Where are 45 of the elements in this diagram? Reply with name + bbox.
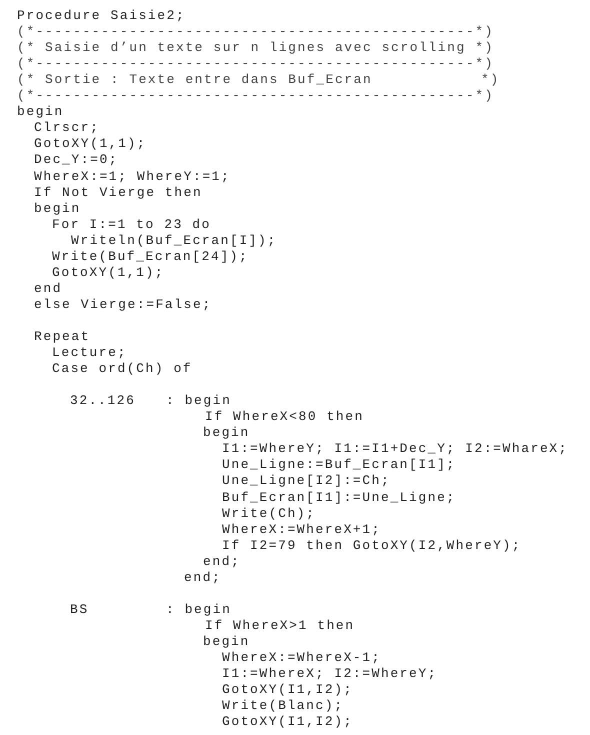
code-line: GotoXY(I1,I2); — [222, 714, 353, 730]
code-line: For I:=1 to 23 do — [52, 216, 211, 232]
code-comment: (*-----------------------------------------------*) — [17, 88, 494, 104]
code-line: begin — [17, 104, 64, 120]
code-line: GotoXY(I1,I2); — [222, 682, 353, 698]
code-line: begin — [34, 200, 81, 216]
code-line: If WhereX>1 then — [205, 618, 355, 633]
code-line: If Not Vierge then — [34, 184, 202, 200]
code-line: BS — [70, 602, 89, 617]
code-line: GotoXY(1,1); — [52, 264, 164, 280]
code-line: begin — [203, 634, 250, 649]
code-line: If I2=79 then GotoXY(I2,WhereY); — [222, 538, 522, 553]
code-line: Repeat — [34, 329, 90, 344]
code-line: GotoXY(1,1); — [34, 136, 146, 152]
code-comment: (* Saisie d’un texte sur n lignes avec scrolling *) — [17, 40, 494, 56]
code-line: end; — [203, 554, 240, 569]
code-line: end — [34, 280, 62, 296]
code-comment: (*-----------------------------------------------*) — [17, 24, 494, 40]
code-line: end; — [184, 570, 222, 585]
code-line: : begin — [166, 393, 232, 408]
code-line: Case ord(Ch) of — [52, 361, 192, 376]
code-line: Write(Blanc); — [222, 698, 344, 714]
code-line: Buf_Ecran[I1]:=Une_Ligne; — [222, 490, 456, 504]
code-line: Clrscr; — [34, 120, 100, 136]
code-line: 32..126 — [70, 393, 136, 408]
code-line: Writeln(Buf_Ecran[I]); — [71, 232, 277, 248]
code-line: Write(Ch); — [222, 506, 316, 521]
code-line: WhereX:=WhereX+1; — [222, 522, 381, 537]
code-line: Lecture; — [52, 345, 127, 360]
code-comment: (* Sortie : Texte entre dans Buf_Ecran — [17, 72, 372, 88]
code-comment: *) — [481, 72, 500, 88]
code-line: Procedure Saisie2; — [17, 8, 186, 23]
code-line: : begin — [166, 602, 232, 617]
code-line: Une_Ligne[I2]:=Ch; — [222, 473, 390, 488]
code-line: WhereX:=WhereX-1; — [222, 650, 381, 665]
code-line: Write(Buf_Ecran[24]); — [52, 248, 248, 264]
code-line: else Vierge:=False; — [34, 296, 212, 312]
code-line: I1:=WhereY; I1:=I1+Dec_Y; I2:=WhareX; — [222, 441, 568, 456]
code-line: begin — [203, 425, 250, 440]
code-line: Dec_Y:=0; — [34, 152, 118, 168]
code-line: If WhereX<80 then — [205, 409, 364, 424]
code-line: I1:=WhereX; I2:=WhereY; — [222, 666, 438, 682]
code-line: Une_Ligne:=Buf_Ecran[I1]; — [222, 457, 456, 472]
code-line: WhereX:=1; WhereY:=1; — [34, 168, 230, 184]
code-comment: (*-----------------------------------------------*) — [17, 56, 494, 72]
